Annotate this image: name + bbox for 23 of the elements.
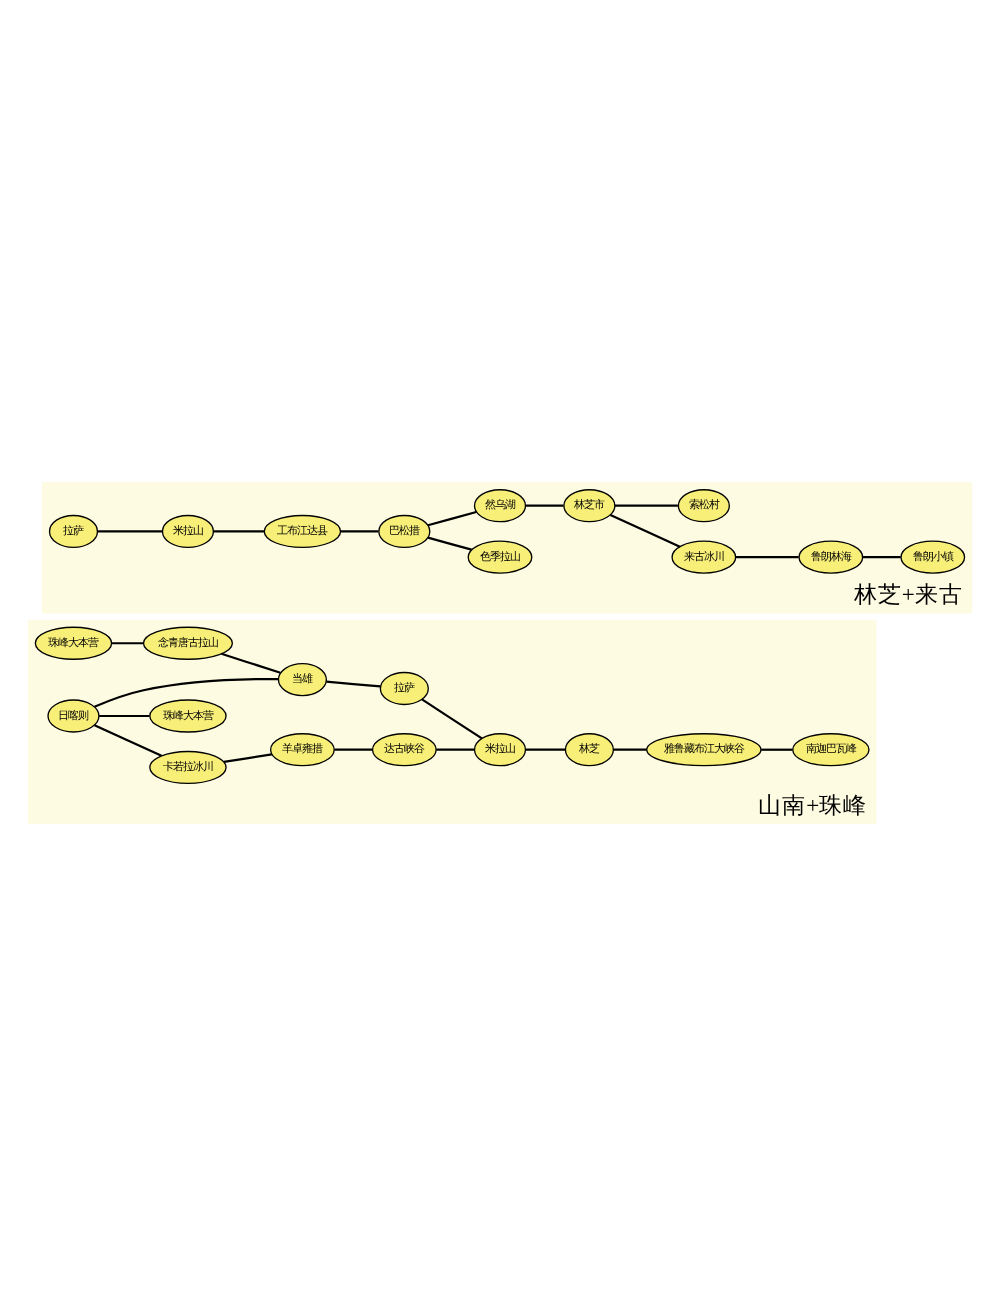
connector [436,748,475,751]
connector [221,652,281,674]
connector [99,714,150,718]
connector [97,530,163,533]
connector [334,748,373,751]
connector [340,530,379,533]
connector [609,513,681,548]
connector [111,642,144,645]
connector [525,748,566,751]
connector [736,556,799,559]
connector [613,748,647,751]
connector [223,753,272,764]
connector [525,504,564,507]
connector [326,680,381,688]
connector [94,678,279,708]
connector [421,698,483,740]
connector [761,748,793,751]
connector [427,536,472,551]
connector [213,530,264,533]
connector [427,510,477,527]
connector [615,504,678,507]
connector [862,556,901,559]
connector [94,724,162,757]
